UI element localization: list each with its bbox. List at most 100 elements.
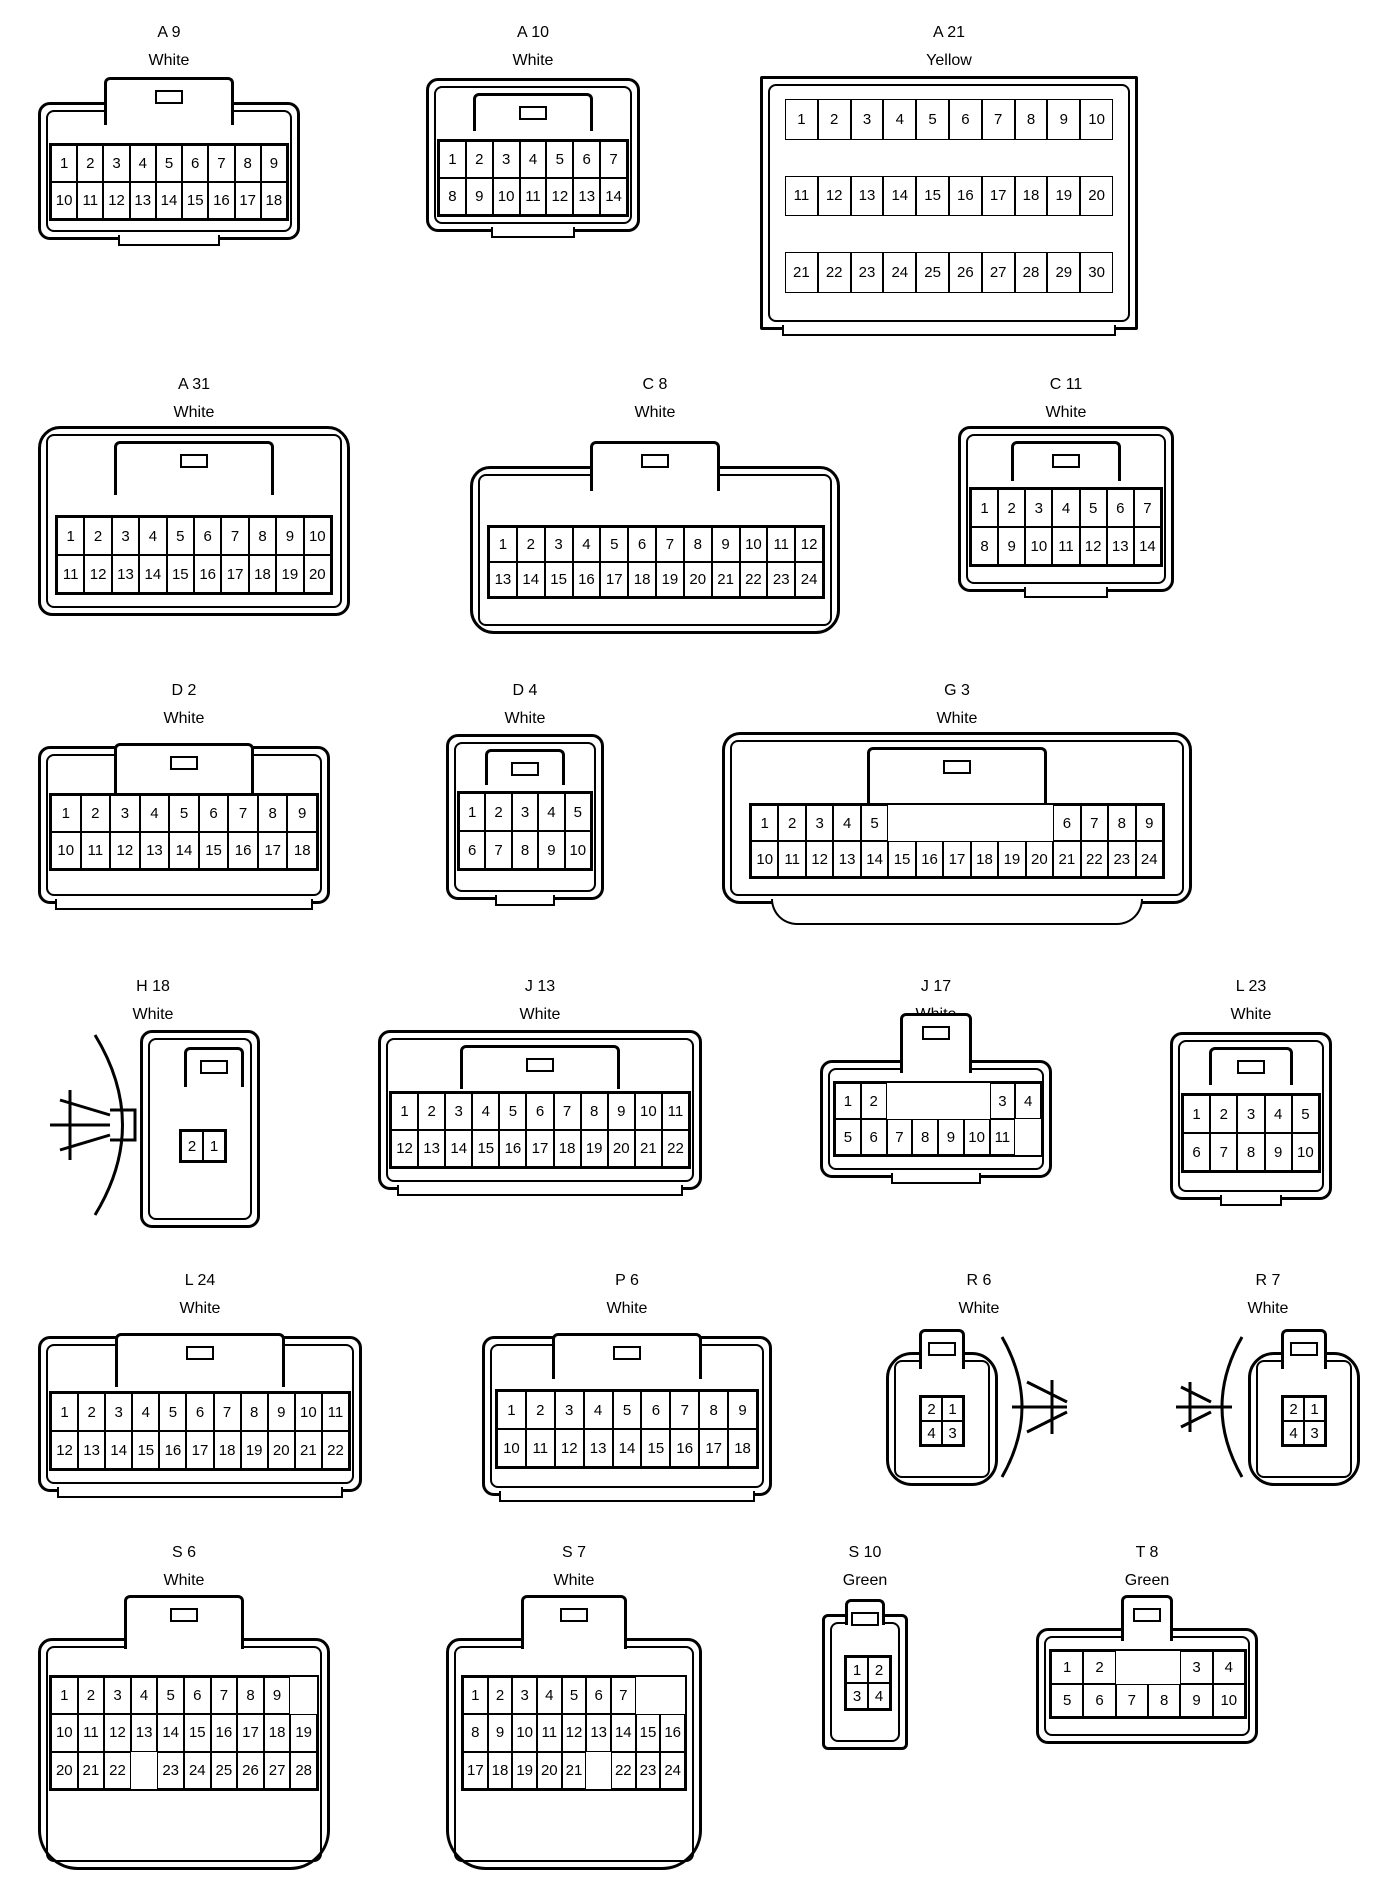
pin-10: 10	[303, 517, 331, 555]
connector-code: C 8	[642, 376, 668, 393]
connector-color: White	[553, 1572, 595, 1589]
pin-4: 4	[472, 1093, 500, 1130]
pin-20: 20	[1025, 841, 1054, 877]
connector-code: G 3	[944, 682, 970, 699]
pin-4: 4	[130, 1677, 158, 1715]
pin-18: 18	[248, 555, 277, 593]
pin-7: 7	[210, 1677, 238, 1715]
pin-4: 4	[572, 527, 601, 562]
pin-17: 17	[600, 562, 629, 597]
pin-15: 15	[916, 175, 949, 217]
connector-color: White	[504, 710, 546, 727]
pin-7: 7	[1133, 489, 1161, 527]
lock-tab	[919, 1329, 965, 1369]
pin-4: 4	[132, 1393, 160, 1431]
pin-22: 22	[104, 1751, 131, 1789]
pin-3: 3	[1025, 489, 1053, 527]
pin-13: 13	[833, 841, 861, 877]
pin-5: 5	[1079, 489, 1107, 527]
pin-3: 3	[111, 517, 140, 555]
pin-18: 18	[628, 562, 656, 597]
pin-15: 15	[184, 1714, 211, 1752]
pin-16: 16	[159, 1431, 187, 1469]
pin-3: 3	[544, 527, 573, 562]
pin-2: 2	[465, 141, 493, 178]
pin-3: 3	[103, 145, 130, 182]
pin-2: 2	[921, 1397, 942, 1421]
bottom-ledge	[499, 1491, 755, 1502]
pin-2: 2	[181, 1131, 203, 1161]
pin-10: 10	[51, 832, 81, 869]
bottom-ledge	[890, 1173, 982, 1184]
pin-9: 9	[538, 831, 565, 869]
pin-14: 14	[1133, 527, 1161, 565]
connector-code: D 2	[171, 682, 197, 699]
pin-11: 11	[525, 1429, 555, 1467]
pin-15: 15	[544, 562, 573, 597]
connector-color: White	[132, 1006, 174, 1023]
pin-13: 13	[129, 182, 156, 219]
pin-8: 8	[1147, 1684, 1181, 1717]
connector-color: White	[1045, 404, 1087, 421]
pin-18: 18	[1014, 175, 1048, 217]
pin-13: 13	[78, 1431, 106, 1469]
pin-3: 3	[989, 1083, 1016, 1119]
connector-code: S 7	[561, 1544, 586, 1561]
connector-code: C 11	[1049, 376, 1083, 393]
pin-6: 6	[526, 1093, 554, 1130]
connector-color: White	[606, 1300, 648, 1317]
pin-6: 6	[586, 1677, 611, 1715]
pin-1: 1	[1183, 1095, 1211, 1133]
lock-tab	[1209, 1047, 1293, 1085]
push-clip-icon	[1176, 1336, 1244, 1478]
pin-23: 23	[767, 562, 796, 597]
pin-29: 29	[1047, 252, 1081, 293]
pin-5: 5	[1051, 1684, 1084, 1717]
pin-2: 2	[418, 1093, 446, 1130]
pin-5: 5	[916, 99, 949, 140]
pin-2: 2	[525, 1391, 555, 1429]
pin-15: 15	[166, 555, 194, 593]
pin-7: 7	[213, 1393, 241, 1431]
pin-17: 17	[981, 175, 1015, 217]
pin-6: 6	[1083, 1684, 1116, 1717]
pin-14: 14	[860, 841, 889, 877]
pin-6: 6	[198, 795, 229, 832]
pin-10: 10	[751, 841, 779, 877]
pin-15: 15	[888, 841, 916, 877]
pin-19: 19	[580, 1130, 608, 1167]
pin-10: 10	[512, 1714, 537, 1752]
pin-9: 9	[287, 795, 317, 832]
pin-8: 8	[699, 1391, 729, 1429]
pin-9: 9	[998, 527, 1026, 565]
pin-4: 4	[538, 793, 565, 831]
pin-26: 26	[237, 1751, 264, 1789]
pin-6: 6	[641, 1391, 671, 1429]
connector-code: T 8	[1135, 1544, 1159, 1561]
lock-tab	[124, 1595, 244, 1649]
pin-20: 20	[51, 1751, 78, 1789]
pin-19: 19	[1047, 175, 1081, 217]
pin-14: 14	[157, 1714, 184, 1752]
pin-11: 11	[1052, 527, 1080, 565]
pin-3: 3	[805, 805, 834, 841]
pin-7: 7	[600, 141, 627, 178]
connector-color: White	[634, 404, 676, 421]
bottom-ledge	[494, 895, 556, 906]
pin-14: 14	[139, 555, 167, 593]
